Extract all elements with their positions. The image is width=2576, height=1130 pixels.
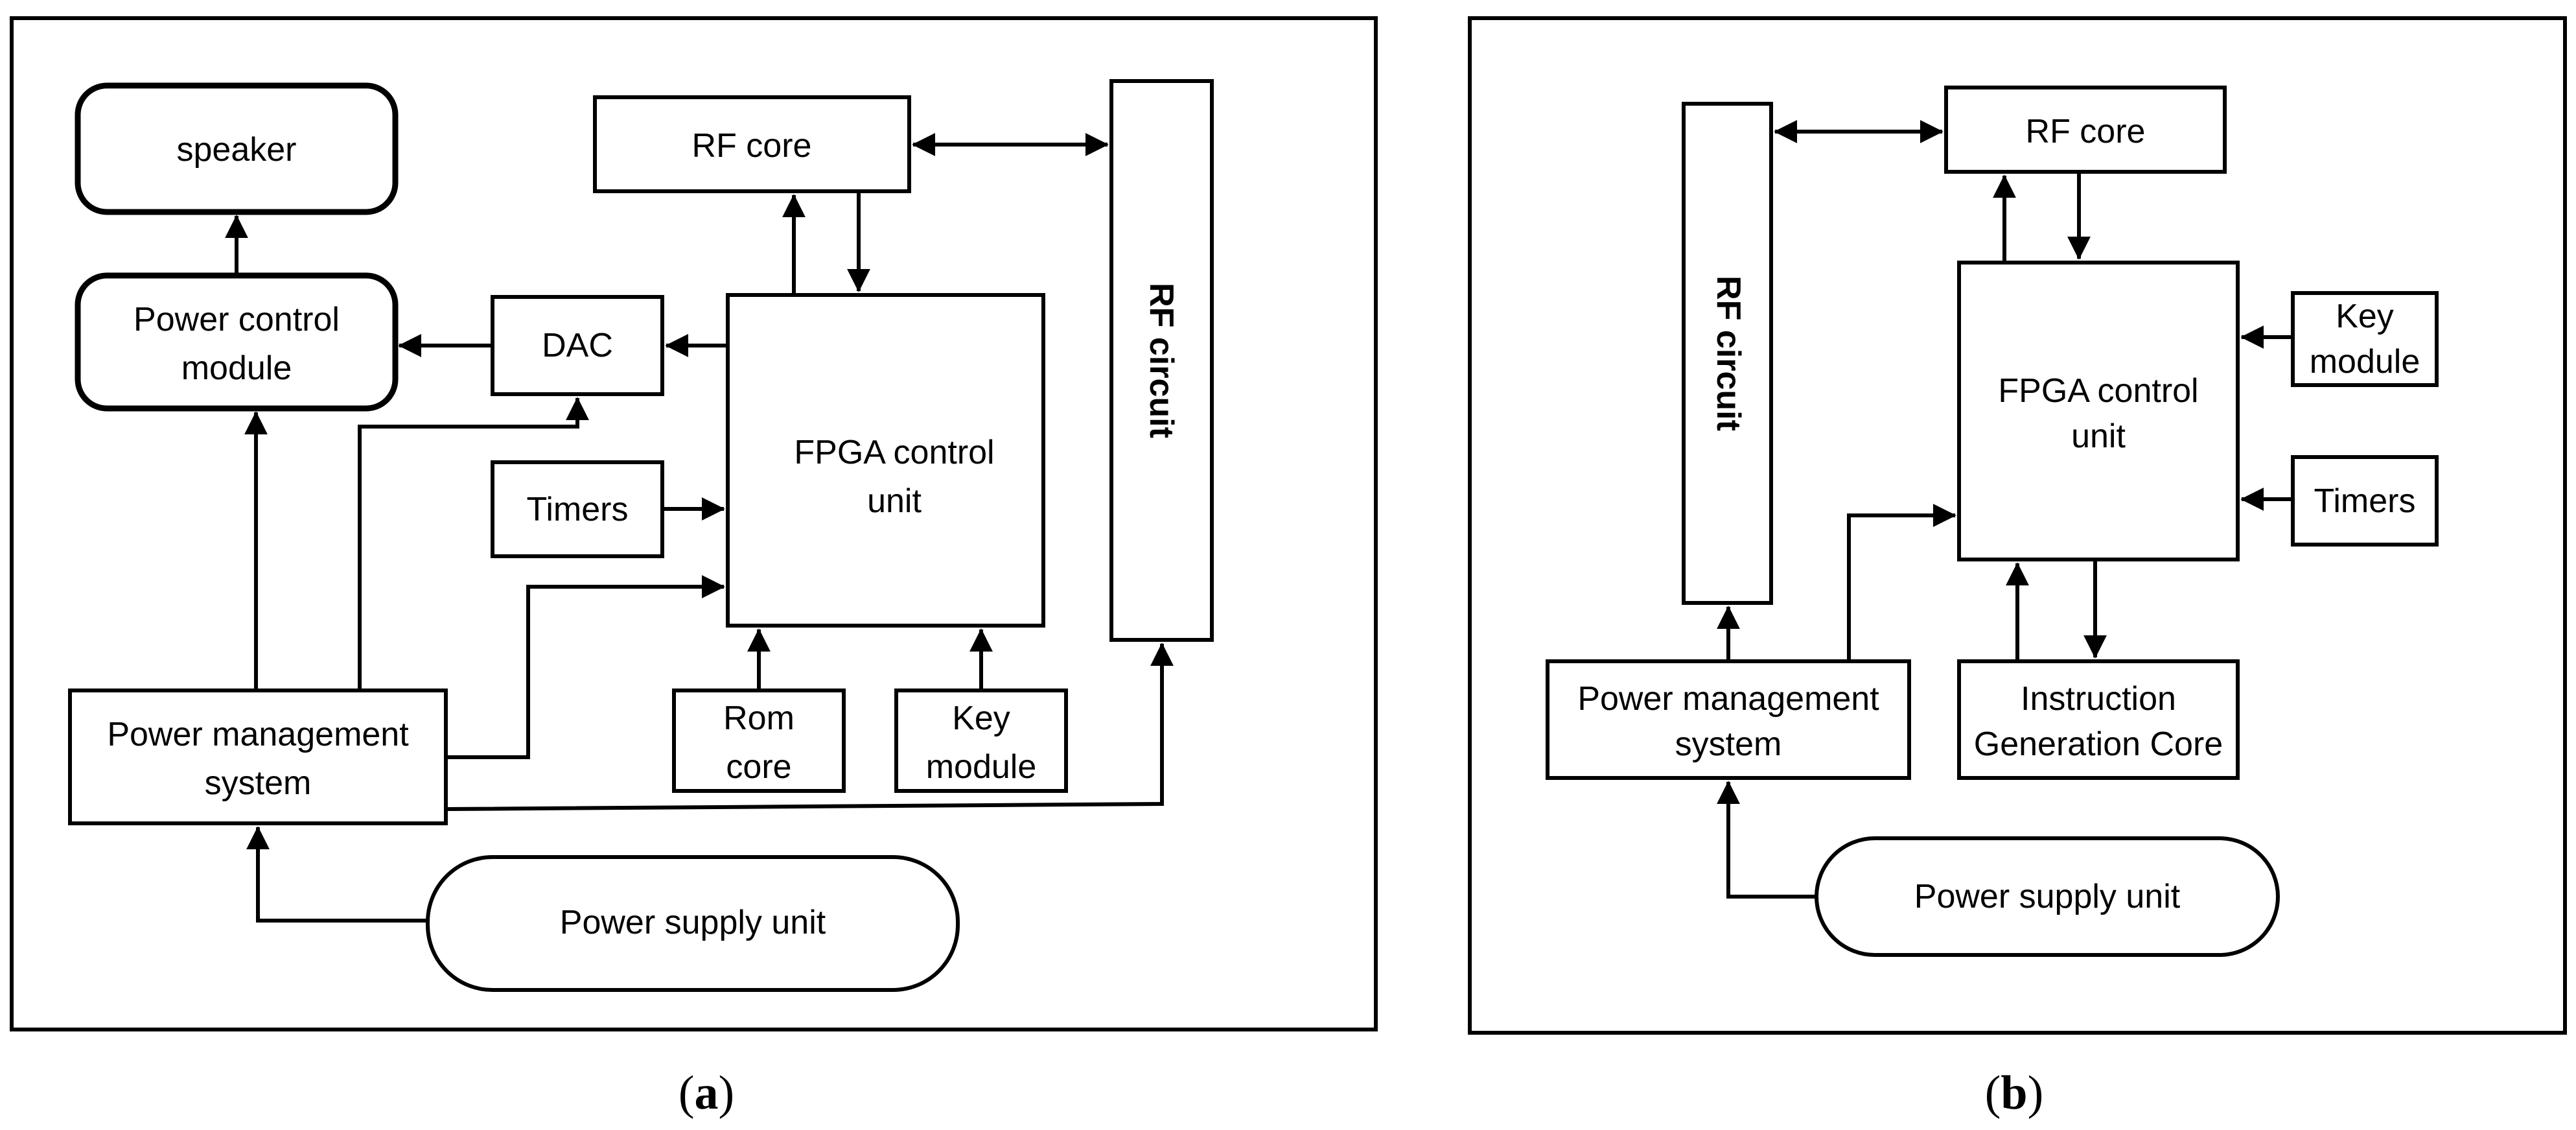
fpga-control-unit-block-b: FPGA control unit [1957, 261, 2240, 561]
speaker-block: speaker [75, 82, 399, 215]
connectors-panel-a [225, 133, 1174, 923]
rf-core-block-b: RF core [1944, 86, 2227, 174]
pms-label-a-line2: system [205, 764, 312, 802]
key-label-a-line1: Key [952, 700, 1010, 737]
fpga-label-a-line1: FPGA control [794, 434, 994, 471]
dac-block: DAC [491, 295, 664, 396]
rf-circuit-block-b: RF circuit [1682, 102, 1773, 605]
power-management-system-block-a: Power management system [68, 689, 448, 825]
arrow-psu-to-pms-a [246, 826, 428, 923]
arrow-pms-to-fpga-b [1847, 504, 1956, 661]
pms-label-a-line1: Power management [107, 716, 409, 753]
power-supply-unit-block-b: Power supply unit [1815, 836, 2280, 957]
panel-a: speaker Power control module DAC RF core… [10, 16, 1378, 1120]
arrow-pms-to-dac [358, 397, 589, 690]
igc-label-line2: Generation Core [1974, 725, 2223, 763]
rom-label-line1: Rom [723, 700, 795, 737]
rf-circuit-label-b: RF circuit [1710, 276, 1747, 431]
key-label-b-line1: Key [2336, 298, 2394, 335]
rf-core-label-a: RF core [692, 127, 812, 165]
power-control-label-line2: module [181, 349, 292, 387]
power-control-label-line1: Power control [133, 301, 340, 338]
key-label-b-line2: module [2310, 343, 2420, 381]
fpga-label-b-line1: FPGA control [1998, 372, 2198, 410]
pms-label-b-line2: system [1675, 725, 1782, 763]
power-management-system-block-b: Power management system [1546, 659, 1911, 780]
timers-block-b: Timers [2291, 455, 2439, 547]
arrow-pms-to-fpga [446, 575, 725, 759]
rf-circuit-label-a: RF circuit [1143, 283, 1180, 438]
timers-block-a: Timers [491, 460, 664, 558]
arrow-psu-to-pms-b [1717, 781, 1816, 899]
caption-b: (b) [1985, 1066, 2043, 1120]
rf-core-label-b: RF core [2026, 113, 2146, 150]
psu-label-a: Power supply unit [560, 904, 826, 941]
rf-circuit-block-a: RF circuit [1109, 79, 1214, 642]
panel-a-frame [10, 16, 1378, 1031]
fpga-label-b-line2: unit [2071, 418, 2126, 455]
timers-label-a: Timers [527, 491, 629, 528]
power-supply-unit-block-a: Power supply unit [426, 855, 960, 992]
igc-label-line1: Instruction [2021, 680, 2176, 718]
instruction-generation-core-block: Instruction Generation Core [1957, 659, 2240, 780]
rom-core-block: Rom core [672, 689, 846, 793]
key-module-block-b: Key module [2291, 291, 2439, 387]
speaker-label: speaker [177, 131, 297, 169]
fpga-label-a-line2: unit [867, 482, 922, 520]
pms-label-b-line1: Power management [1577, 680, 1879, 718]
psu-label-b: Power supply unit [1914, 878, 2181, 915]
connectors-panel-b [1717, 120, 2293, 899]
key-label-a-line2: module [926, 748, 1037, 786]
fpga-control-unit-block-a: FPGA control unit [726, 293, 1045, 628]
key-module-block-a: Key module [894, 689, 1068, 793]
rom-label-line2: core [726, 748, 791, 786]
timers-label-b: Timers [2314, 482, 2416, 520]
rf-core-block-a: RF core [593, 95, 911, 193]
panel-b: RF circuit RF core FPGA control unit Key… [1468, 16, 2567, 1120]
dac-label: DAC [542, 327, 613, 364]
caption-a: (a) [679, 1066, 734, 1120]
panel-b-frame [1468, 16, 2567, 1035]
power-control-module-block: Power control module [75, 272, 399, 412]
arrow-pms-to-rfcircuit [445, 642, 1174, 811]
